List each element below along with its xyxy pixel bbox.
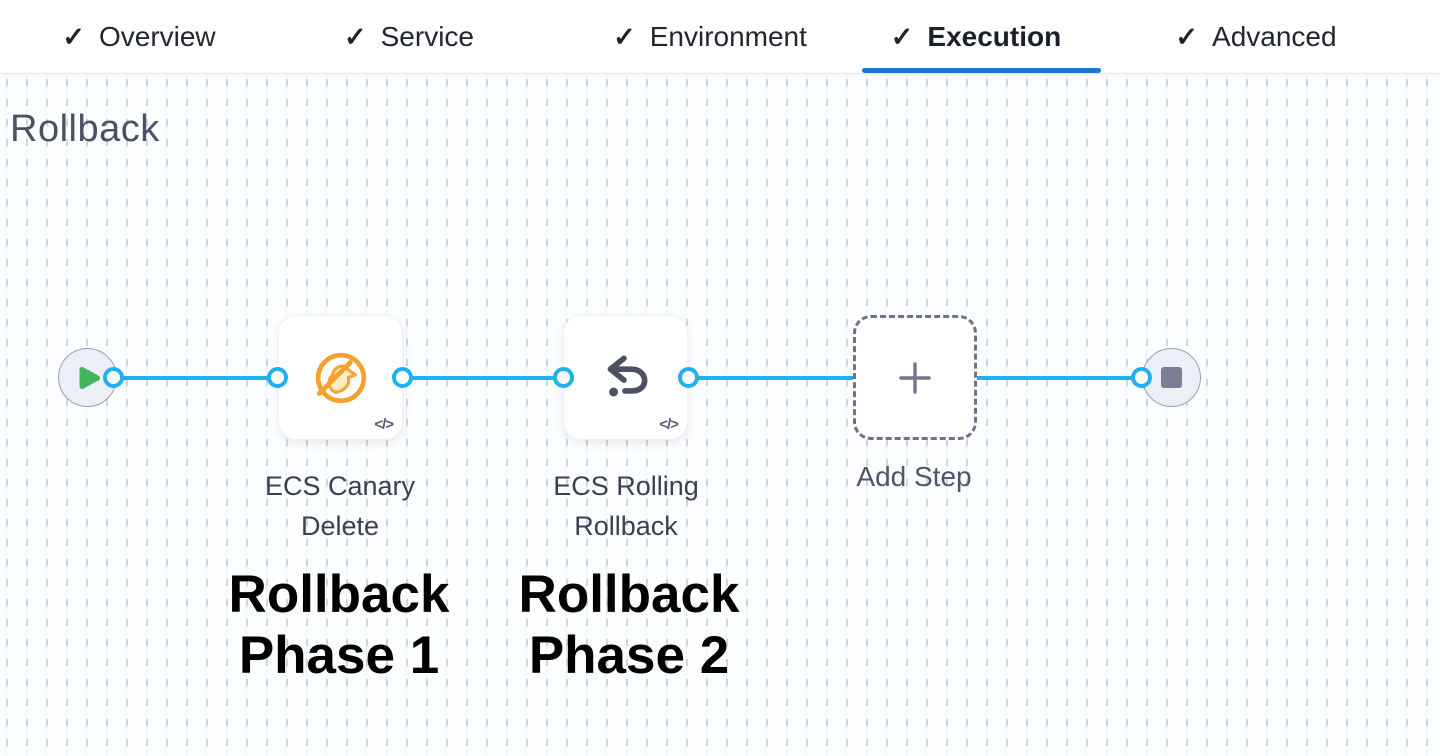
connector-line (113, 376, 278, 380)
annotation-line: Rollback (228, 565, 450, 624)
step-label-line: ECS Canary (264, 471, 416, 501)
step-label-ecs-canary-delete: ECS Canary Delete (220, 466, 460, 546)
step-label-line: Rollback (574, 511, 678, 541)
check-icon: ✓ (62, 21, 85, 52)
tab-label: Service (380, 21, 474, 52)
step-card-ecs-rolling-rollback[interactable]: </> (563, 315, 688, 440)
plus-icon (899, 361, 931, 394)
canary-delete-icon (315, 352, 366, 403)
stop-icon (1161, 367, 1182, 388)
section-title: Rollback (10, 108, 160, 150)
code-icon[interactable]: </> (374, 416, 394, 433)
connector-line (689, 376, 855, 380)
connector-line (975, 376, 1143, 380)
tab-label: Execution (927, 21, 1062, 52)
connector-line (403, 376, 564, 380)
connector-port[interactable] (1131, 367, 1152, 388)
tab-execution[interactable]: ✓ Execution (891, 0, 1061, 74)
add-step-button[interactable] (853, 315, 977, 440)
tab-label: Overview (98, 21, 216, 52)
step-label-line: ECS Rolling (553, 471, 699, 501)
step-label-line: Delete (300, 511, 380, 541)
tab-environment[interactable]: ✓ Environment (613, 0, 807, 74)
tab-service[interactable]: ✓ Service (344, 0, 474, 74)
annotation-line: Phase 2 (528, 626, 730, 685)
check-icon: ✓ (344, 21, 367, 52)
check-icon: ✓ (613, 21, 636, 52)
connector-port[interactable] (678, 367, 699, 388)
tab-label: Advanced (1212, 21, 1337, 52)
pipeline-canvas[interactable]: Rollback </> (0, 75, 1440, 756)
connector-port[interactable] (553, 367, 574, 388)
stage-config-tabbar: ✓ Overview ✓ Service ✓ Environment ✓ Exe… (0, 0, 1440, 74)
tab-advanced[interactable]: ✓ Advanced (1175, 0, 1336, 74)
connector-port[interactable] (267, 367, 288, 388)
tab-label: Environment (649, 21, 807, 52)
connector-port[interactable] (103, 367, 124, 388)
step-card-ecs-canary-delete[interactable]: </> (278, 315, 403, 440)
tab-overview[interactable]: ✓ Overview (62, 0, 215, 74)
check-icon: ✓ (1175, 21, 1199, 52)
annotation-rollback-phase-2: Rollback Phase 2 (429, 564, 829, 686)
step-label-ecs-rolling-rollback: ECS Rolling Rollback (506, 466, 746, 546)
active-tab-indicator (862, 68, 1101, 73)
annotation-line: Rollback (518, 565, 740, 624)
rolling-rollback-icon (607, 354, 647, 396)
annotation-line: Phase 1 (238, 626, 440, 685)
check-icon: ✓ (890, 21, 914, 52)
play-icon (79, 366, 100, 389)
end-node[interactable] (1142, 348, 1201, 407)
connector-port[interactable] (392, 367, 413, 388)
annotation-rollback-phase-1: Rollback Phase 1 (139, 564, 539, 686)
code-icon[interactable]: </> (659, 416, 679, 433)
add-step-label: Add Step (856, 461, 972, 492)
